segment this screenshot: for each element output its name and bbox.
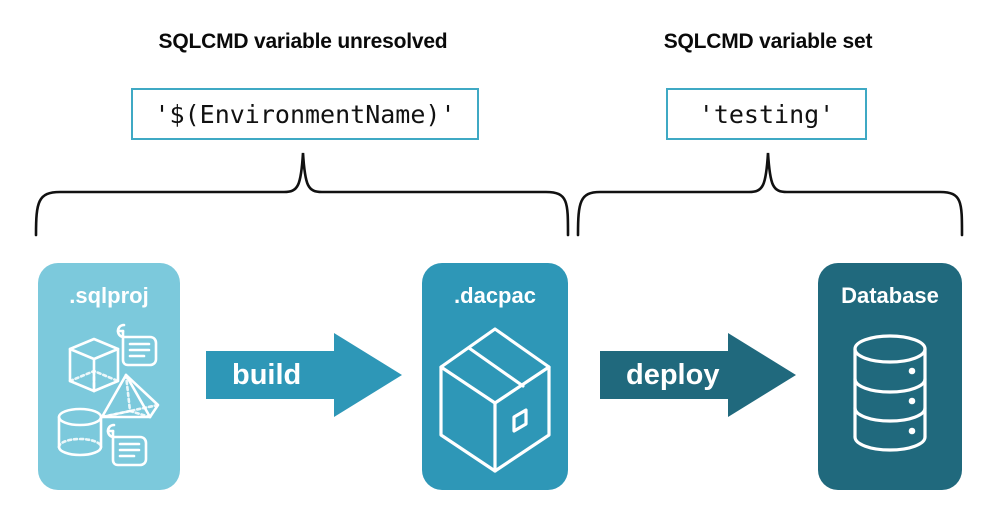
arrow-build-label: build (232, 358, 302, 391)
braces-svg (34, 152, 964, 237)
cube-icon (68, 337, 120, 393)
stage-label-database: Database (841, 283, 939, 308)
db-tier-dot (908, 397, 916, 405)
db-tier-dot (908, 427, 916, 435)
heading-sqlcmd-set: SQLCMD variable set (663, 30, 873, 53)
brace-right-icon (576, 152, 964, 237)
sqlproj-artwork (38, 313, 180, 485)
database-cylinder-icon (853, 334, 927, 452)
brace-layer (0, 140, 1000, 250)
pyramid-icon (100, 373, 160, 419)
value-box-environment-name: '$(EnvironmentName)' (131, 88, 479, 140)
arrow-build-icon (206, 333, 402, 417)
database-artwork (818, 313, 962, 485)
dacpac-artwork (422, 313, 568, 485)
stage-box-database[interactable]: Database (818, 263, 962, 490)
stage-label-dacpac: .dacpac (454, 283, 536, 308)
arrow-deploy-label: deploy (626, 358, 720, 391)
stage-box-sqlproj[interactable]: .sqlproj (38, 263, 180, 490)
db-tier-dot (908, 367, 916, 375)
arrow-deploy[interactable]: deploy (600, 333, 796, 417)
scroll-icon (106, 423, 148, 467)
arrow-build[interactable]: build (206, 333, 402, 417)
stage-box-dacpac[interactable]: .dacpac (422, 263, 568, 490)
arrow-deploy-icon (600, 333, 796, 417)
value-box-testing: 'testing' (666, 88, 867, 140)
stage-label-sqlproj: .sqlproj (69, 283, 149, 308)
sqlproj-icons-svg (57, 323, 160, 467)
package-box-icon (439, 327, 551, 473)
brace-left-icon (34, 152, 570, 237)
cylinder-icon (57, 407, 103, 457)
heading-sqlcmd-unresolved: SQLCMD variable unresolved (158, 30, 448, 53)
scroll-icon (116, 323, 158, 367)
